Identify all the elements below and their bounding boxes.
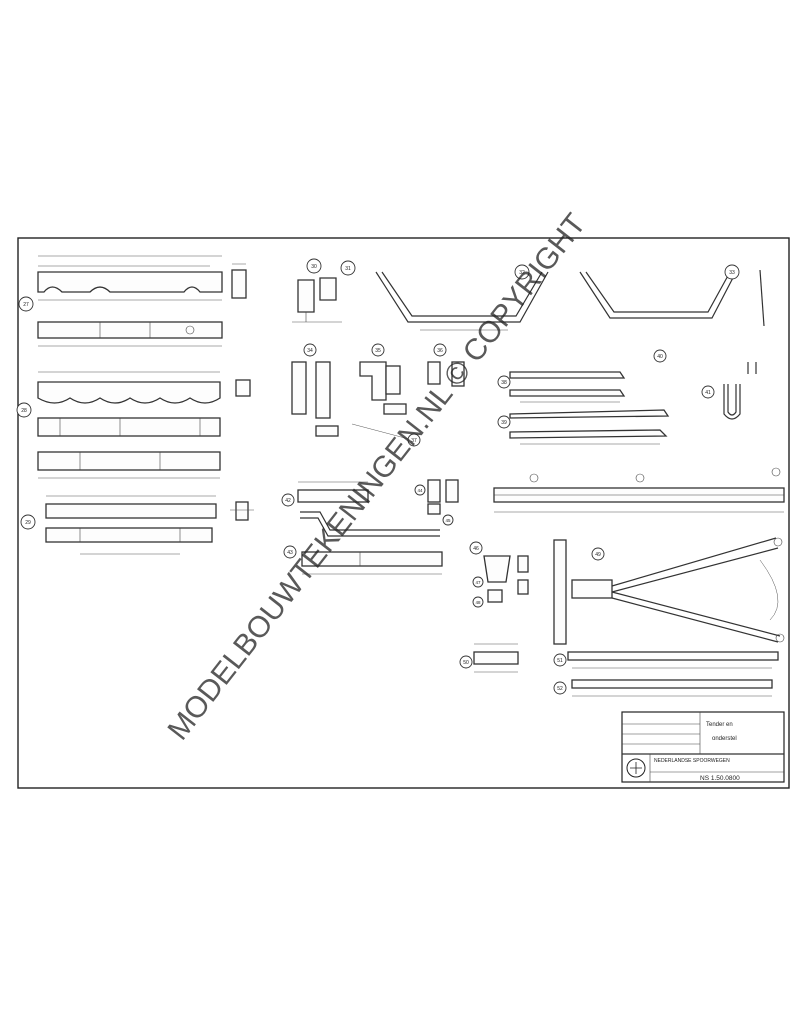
bubble-28: 28 bbox=[16, 402, 32, 418]
part-small-plate bbox=[473, 643, 519, 673]
bubble-39-label: 39 bbox=[501, 420, 507, 426]
part-u-clip bbox=[723, 362, 757, 420]
bubble-27: 27 bbox=[18, 296, 34, 312]
bubble-29: 29 bbox=[20, 514, 36, 530]
title-block: Tender en onderstel NEDERLANDSE SPOORWEG… bbox=[621, 711, 785, 783]
bubble-37-label: 37 bbox=[411, 438, 417, 444]
bubble-34-label: 34 bbox=[307, 348, 313, 354]
bubble-44-label: 44 bbox=[417, 488, 423, 493]
ns-logo-icon bbox=[626, 758, 646, 778]
copyright-watermark: MODELBOUWTEKENINGEN.NL © COPYRIGHT bbox=[162, 208, 593, 747]
bubble-40: 40 bbox=[653, 349, 667, 363]
part-main-bar bbox=[493, 467, 785, 513]
part-beam-7 bbox=[45, 527, 213, 555]
bubble-31-label: 31 bbox=[345, 266, 351, 272]
drawing-number: NS 1.50.0800 bbox=[700, 775, 740, 782]
drawing-border bbox=[17, 237, 790, 789]
bubble-42-label: 42 bbox=[285, 498, 291, 504]
bubble-33: 33 bbox=[724, 264, 740, 280]
bubble-34: 34 bbox=[303, 343, 317, 357]
bubble-41-label: 41 bbox=[705, 390, 711, 396]
part-a-frame bbox=[553, 537, 785, 645]
part-clamps bbox=[291, 361, 465, 443]
bubble-38: 38 bbox=[497, 375, 511, 389]
part-blocks-mid bbox=[427, 479, 459, 515]
bubble-36-label: 36 bbox=[437, 348, 443, 354]
bubble-48: 48 bbox=[472, 596, 484, 608]
bubble-28-label: 28 bbox=[21, 408, 27, 414]
part-tank-bracket-left bbox=[375, 271, 549, 331]
part-number-bubbles: 27 28 29 30 31 32 33 34 35 36 37 38 39 4… bbox=[16, 258, 740, 695]
part-beam-4 bbox=[37, 417, 221, 437]
bubble-39: 39 bbox=[497, 415, 511, 429]
bubble-33-label: 33 bbox=[729, 270, 735, 276]
bubble-49: 49 bbox=[591, 547, 605, 561]
part-rods-long bbox=[509, 371, 670, 445]
bubble-38-label: 38 bbox=[501, 380, 507, 386]
bubble-40-label: 40 bbox=[657, 354, 663, 360]
part-beam-6 bbox=[45, 495, 254, 521]
bubble-47: 47 bbox=[472, 576, 484, 588]
part-strip-2 bbox=[301, 551, 443, 575]
bubble-52-label: 52 bbox=[557, 686, 563, 692]
bubble-30-label: 30 bbox=[311, 264, 317, 270]
bubble-35-label: 35 bbox=[375, 348, 381, 354]
part-tank-bracket-right bbox=[579, 269, 765, 327]
bubble-27-label: 27 bbox=[23, 302, 29, 308]
bubble-32: 32 bbox=[514, 264, 530, 280]
bubble-41: 41 bbox=[701, 385, 715, 399]
bubble-51-label: 51 bbox=[557, 658, 563, 664]
bubble-51: 51 bbox=[553, 653, 567, 667]
bubble-42: 42 bbox=[281, 493, 295, 507]
bubble-36: 36 bbox=[433, 343, 447, 357]
bubble-43: 43 bbox=[283, 545, 297, 559]
title-line-2: onderstel bbox=[712, 736, 737, 742]
bubble-30: 30 bbox=[306, 258, 322, 274]
bubble-50-label: 50 bbox=[463, 660, 469, 666]
part-lower-rods bbox=[567, 651, 779, 697]
bubble-52: 52 bbox=[553, 681, 567, 695]
part-beam-5 bbox=[37, 451, 221, 479]
bubble-44: 44 bbox=[414, 484, 426, 496]
bubble-45: 45 bbox=[442, 514, 454, 526]
bubble-47-label: 47 bbox=[475, 580, 481, 585]
part-frame-wavy bbox=[37, 371, 251, 404]
part-frame-top bbox=[37, 255, 247, 301]
bubble-31: 31 bbox=[340, 260, 356, 276]
bubble-48-label: 48 bbox=[475, 600, 481, 605]
bubble-37: 37 bbox=[407, 433, 421, 447]
part-strip-1 bbox=[297, 481, 440, 537]
title-line-1: Tender en bbox=[706, 722, 733, 728]
bubble-45-label: 45 bbox=[445, 518, 451, 523]
bubble-35: 35 bbox=[371, 343, 385, 357]
bubble-49-label: 49 bbox=[595, 552, 601, 558]
bubble-29-label: 29 bbox=[25, 520, 31, 526]
org-name-line-1: NEDERLANDSE SPOORWEGEN bbox=[654, 758, 730, 764]
part-small-bracket-lower bbox=[483, 555, 529, 603]
bubble-50: 50 bbox=[459, 655, 473, 669]
part-beam-2 bbox=[37, 321, 223, 347]
part-bracket-small bbox=[292, 277, 342, 323]
bubble-43-label: 43 bbox=[287, 550, 293, 556]
bubble-32-label: 32 bbox=[519, 270, 525, 276]
bubble-46: 46 bbox=[469, 541, 483, 555]
bubble-46-label: 46 bbox=[473, 546, 479, 552]
